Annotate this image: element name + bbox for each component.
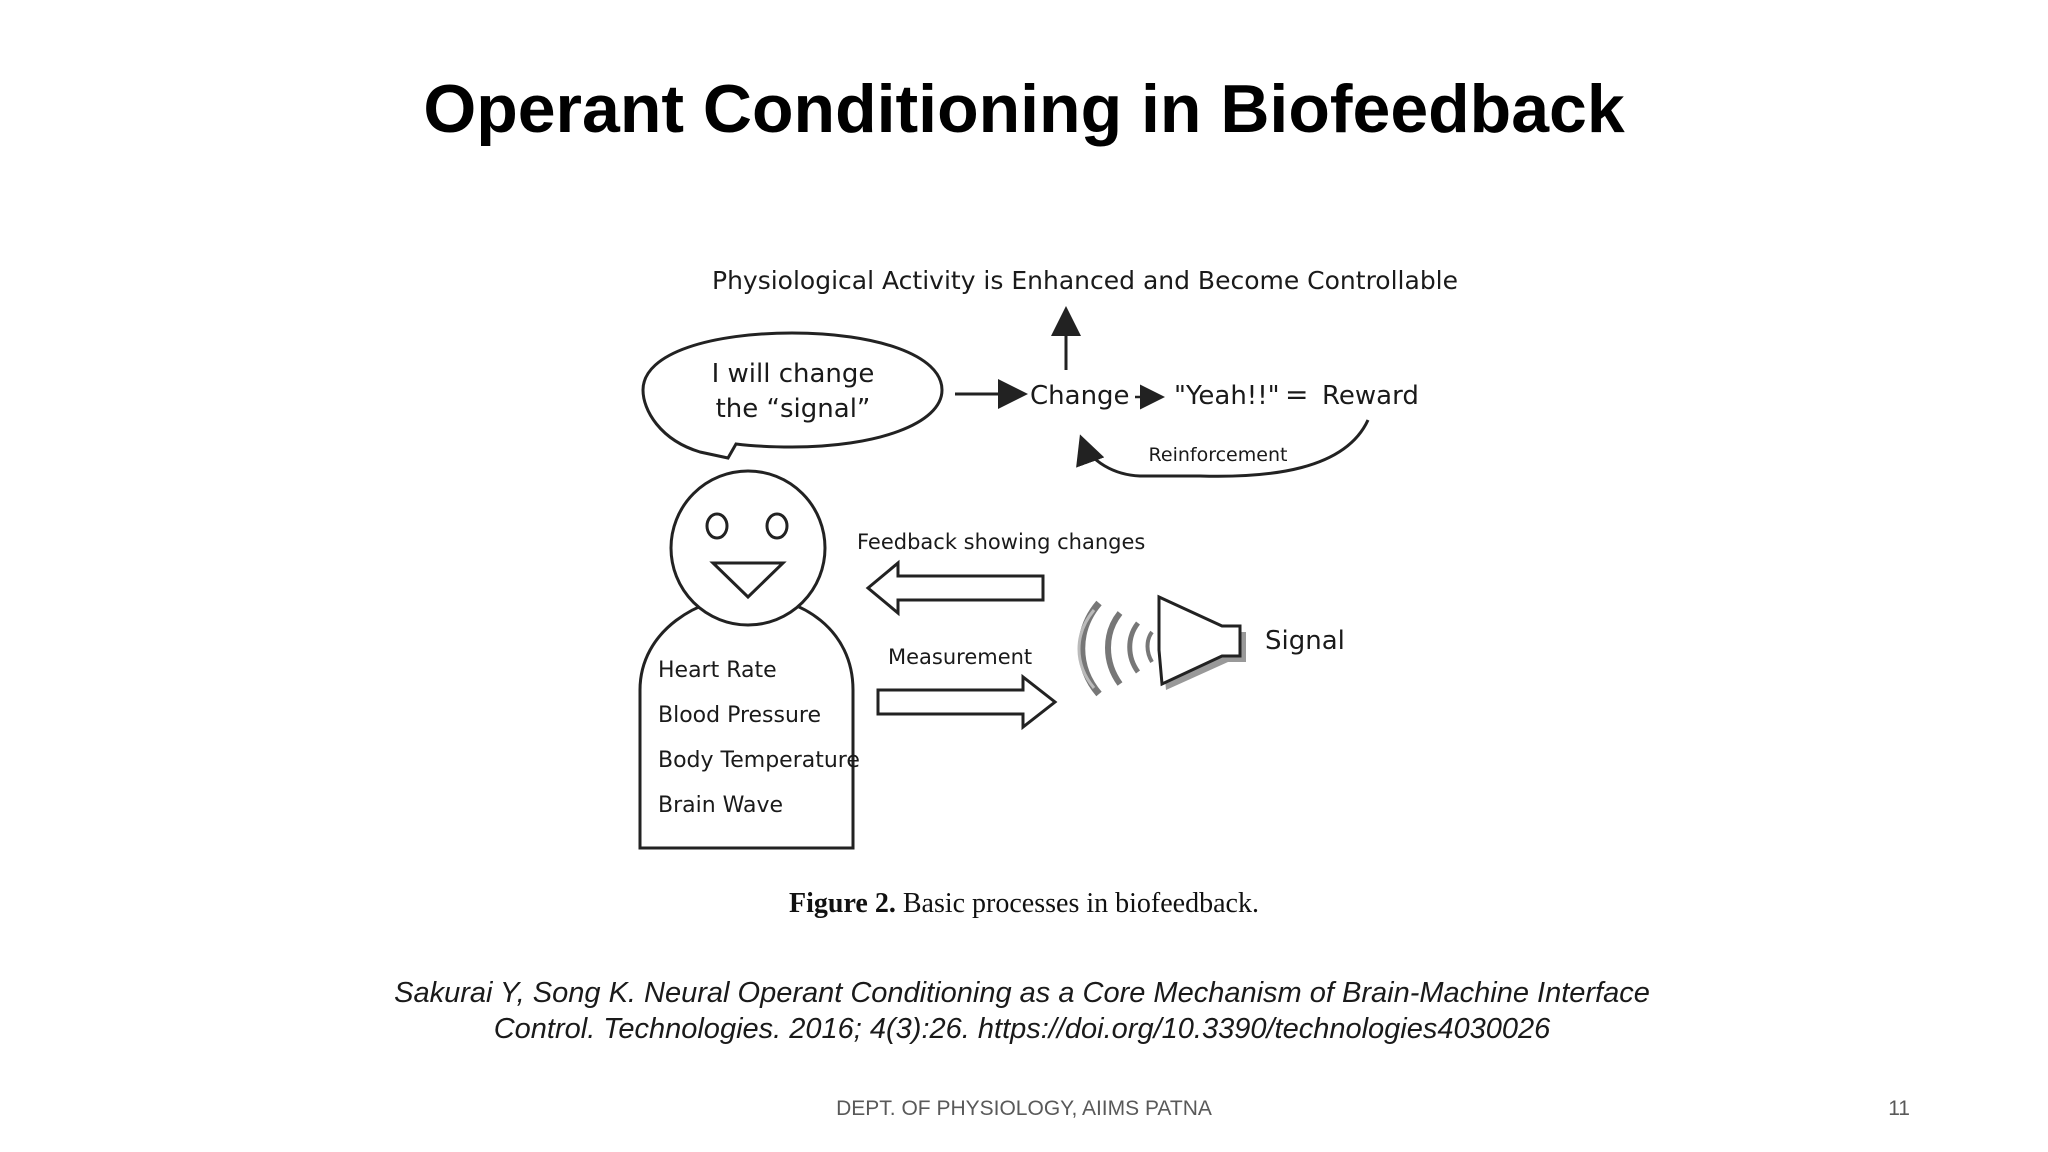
measurement-label: Measurement [888,645,1032,669]
speech-line-2: the “signal” [716,394,871,424]
citation-line-1: Sakurai Y, Song K. Neural Operant Condit… [394,977,1650,1009]
top-label: Physiological Activity is Enhanced and B… [712,266,1458,295]
signal-label: Signal [1265,626,1345,656]
slide-title: Operant Conditioning in Biofeedback [423,71,1625,147]
person-figure [638,469,855,850]
feedback-arrow [865,559,1045,617]
measurement-arrow [876,673,1058,731]
slide-footer: DEPT. OF PHYSIOLOGY, AIIMS PATNA [836,1097,1212,1120]
caption-text: Basic processes in biofeedback. [902,888,1259,919]
citation: Sakurai Y, Song K. Neural Operant Condit… [360,975,1684,1047]
person-head [669,469,827,627]
body-item-brain-wave: Brain Wave [658,793,783,818]
citation-line-2: Control. Technologies. 2016; 4(3):26. ht… [493,1013,1551,1045]
person-left-eye [705,512,729,540]
reward-label: Reward [1322,381,1419,411]
change-label: Change [1030,381,1130,411]
caption-label: Figure 2. [789,888,896,919]
reinforcement-label: Reinforcement [1149,444,1288,466]
page-number: 11 [1888,1097,1910,1120]
person-beak [709,561,787,600]
yeah-label: "Yeah!!" [1174,381,1280,411]
feedback-label: Feedback showing changes [857,530,1145,554]
body-item-body-temperature: Body Temperature [658,748,860,773]
speech-line-1: I will change [712,359,875,389]
body-item-heart-rate: Heart Rate [658,658,777,683]
figure-caption: Figure 2. Basic processes in biofeedback… [0,888,2048,920]
reinforcement-arrow [1076,419,1370,478]
body-item-blood-pressure: Blood Pressure [658,703,821,728]
equals-sign: = [1285,378,1308,411]
person-right-eye [765,512,789,540]
speech-bubble [641,331,944,460]
speaker-icon [1077,594,1246,697]
